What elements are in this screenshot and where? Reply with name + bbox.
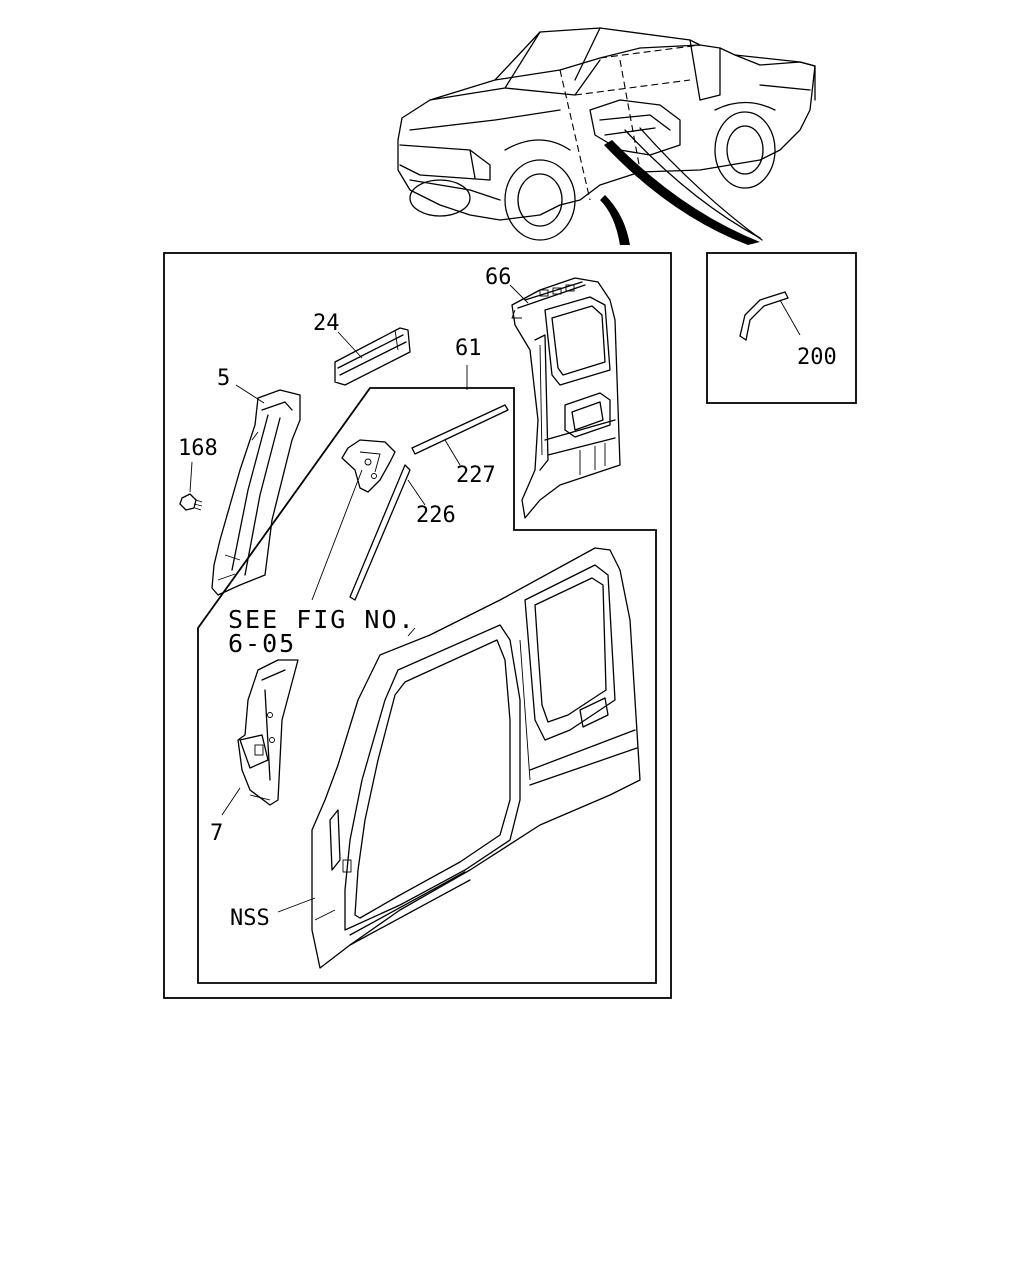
part-226-strip — [349, 464, 411, 601]
leader-168 — [189, 461, 193, 493]
reference-note-line1: SEE FIG NO. — [228, 605, 416, 634]
callout-227: 227 — [456, 463, 496, 488]
part-7-lower-pillar — [237, 659, 299, 806]
callout-226: 226 — [416, 503, 456, 528]
leader-227 — [444, 439, 461, 466]
inner-assembly-frame — [197, 387, 657, 984]
part-168-bolt — [179, 493, 203, 511]
leader-7 — [221, 787, 241, 816]
callout-24: 24 — [313, 311, 340, 336]
leader-nss — [277, 897, 316, 913]
pillar-bracket — [341, 439, 396, 493]
leader-226 — [407, 479, 426, 506]
leader-5 — [235, 384, 265, 404]
leader-24 — [337, 331, 363, 359]
part-5-center-pillar — [211, 389, 301, 596]
callout-66: 66 — [485, 265, 512, 290]
reference-note-line2: 6-05 — [228, 629, 296, 658]
leader-see-fig — [311, 469, 363, 601]
part-24-roof-rail — [334, 327, 411, 386]
callout-200: 200 — [797, 345, 837, 370]
callout-nss: NSS — [230, 906, 270, 931]
part-200-seal-drawing — [739, 291, 801, 341]
callout-7: 7 — [210, 821, 223, 846]
main-detail-frame — [163, 252, 672, 999]
callout-168: 168 — [178, 436, 218, 461]
inset-detail-frame — [706, 252, 857, 404]
leader-66 — [509, 284, 529, 304]
nss-outer-side-panel — [311, 547, 641, 969]
callout-61: 61 — [455, 336, 482, 361]
callout-5: 5 — [217, 366, 230, 391]
part-227-strip — [411, 404, 509, 455]
vehicle-overview-illustration — [397, 27, 816, 245]
part-66-rear-panel — [511, 277, 621, 519]
